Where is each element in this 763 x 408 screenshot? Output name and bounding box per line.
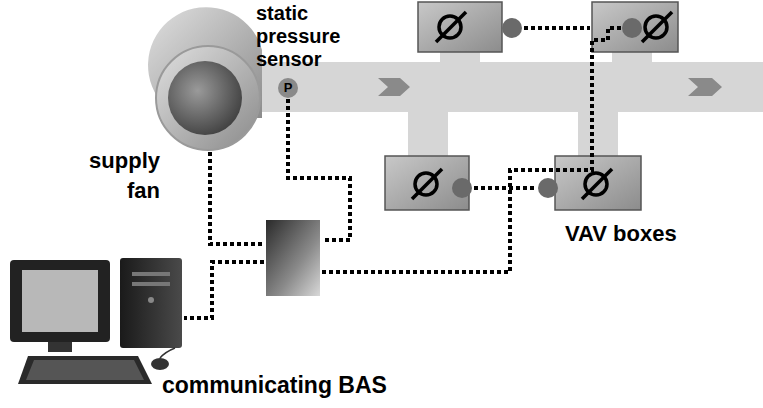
fan-label-box: supply fan	[62, 146, 160, 210]
airflow-arrow	[378, 78, 722, 96]
vav-box	[385, 156, 472, 210]
vav-box	[418, 2, 522, 52]
node-text: supply fan	[62, 146, 160, 206]
component-label: VAV boxes	[565, 220, 677, 248]
workstation-label-box: communicating BAS	[162, 370, 422, 402]
vav-box	[592, 2, 678, 52]
pressure-sensor: Pstatic pressure sensor	[278, 78, 298, 98]
vav-box	[538, 156, 641, 210]
node-heading: static pressure sensor	[256, 2, 348, 71]
node-text: P	[278, 78, 298, 98]
supply-duct	[262, 45, 763, 158]
node-text: communicating BAS	[162, 370, 422, 400]
computer-workstation	[10, 258, 182, 384]
communication-wire	[184, 28, 622, 318]
controller	[266, 220, 320, 296]
supply-fan-symbol	[148, 7, 262, 150]
